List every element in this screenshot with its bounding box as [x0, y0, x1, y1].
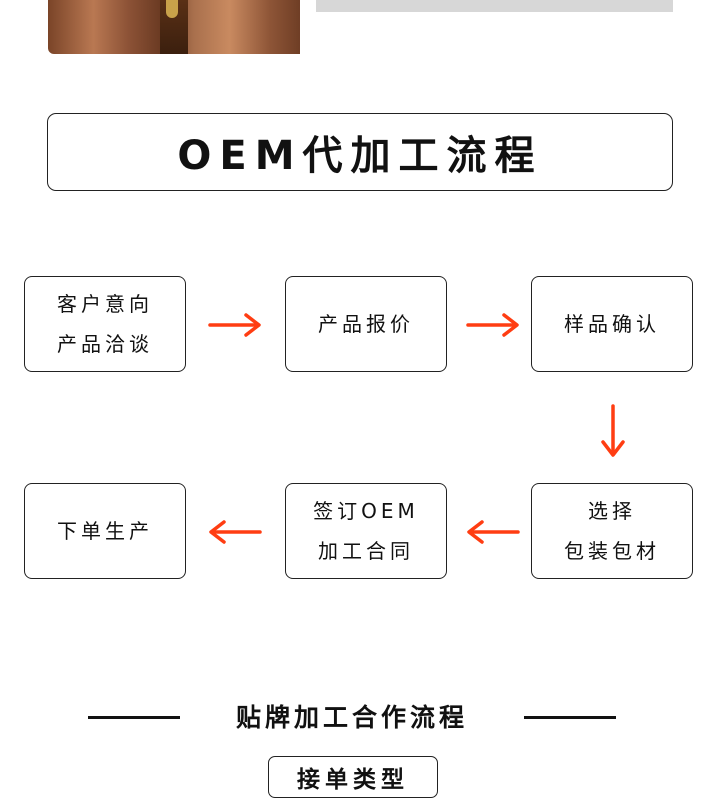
arrow-right-icon: [208, 312, 262, 338]
title-box: OEM代加工流程: [47, 113, 673, 191]
page-title: OEM代加工流程: [177, 123, 542, 181]
step-label: 选择: [588, 491, 636, 531]
section-subtitle: 贴牌加工合作流程: [190, 698, 514, 734]
top-gray-bar: [316, 0, 673, 12]
subtitle-left-rule: [88, 716, 180, 719]
step-customer-intent: 客户意向 产品洽谈: [24, 276, 186, 372]
step-label: 客户意向: [57, 284, 153, 324]
step-label: 包装包材: [564, 531, 660, 571]
order-type-box: 接单类型: [268, 756, 438, 798]
step-label: 样品确认: [564, 304, 660, 344]
step-production: 下单生产: [24, 483, 186, 579]
step-label: 产品洽谈: [57, 324, 153, 364]
arrow-down-icon: [600, 404, 626, 458]
step-packaging: 选择 包装包材: [531, 483, 693, 579]
step-sign-contract: 签订OEM 加工合同: [285, 483, 447, 579]
step-label: 产品报价: [318, 304, 414, 344]
step-label: 下单生产: [57, 511, 153, 551]
arrow-left-icon: [208, 519, 262, 545]
arrow-right-icon: [466, 312, 520, 338]
subtitle-right-rule: [524, 716, 616, 719]
step-label: 加工合同: [318, 531, 414, 571]
top-photo-crop: [48, 0, 300, 54]
arrow-left-icon: [466, 519, 520, 545]
order-type-label: 接单类型: [297, 760, 409, 794]
step-label: 签订OEM: [313, 491, 419, 531]
step-sample-confirm: 样品确认: [531, 276, 693, 372]
step-quotation: 产品报价: [285, 276, 447, 372]
